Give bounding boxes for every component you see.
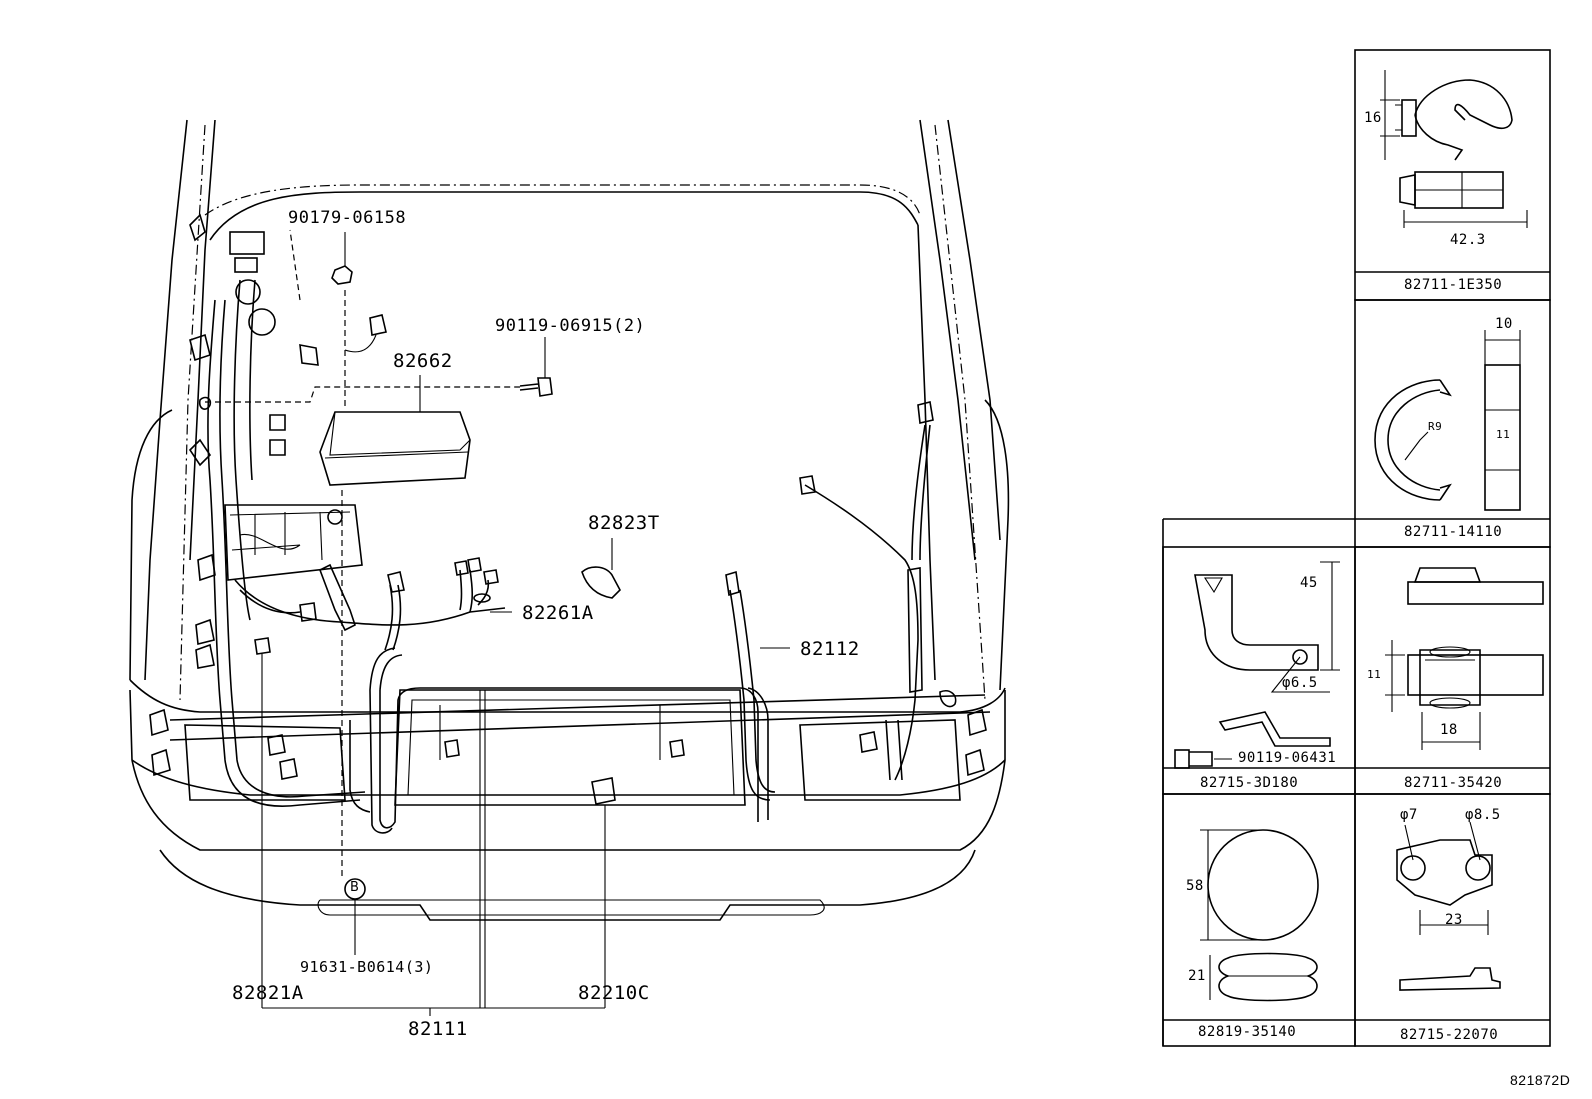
dim-part2-radius: R9 bbox=[1428, 420, 1443, 433]
dim-part2-side: 11 bbox=[1496, 428, 1511, 441]
part-number-3: 82715-3D180 bbox=[1200, 775, 1299, 791]
label-protector: 82823T bbox=[588, 512, 660, 534]
label-block: 82662 bbox=[393, 350, 453, 372]
label-wire-engine: 82261A bbox=[522, 602, 594, 624]
dim-part4-width: 18 bbox=[1440, 722, 1458, 738]
part-number-6: 82715-22070 bbox=[1400, 1027, 1499, 1043]
label-clip-right: 82210C bbox=[578, 982, 650, 1004]
dim-part1-height: 16 bbox=[1364, 110, 1382, 126]
label-bolt-top: 90179-06158 bbox=[288, 208, 407, 228]
dim-part3-hole: φ6.5 bbox=[1282, 675, 1318, 691]
dim-part5-thickness: 21 bbox=[1188, 968, 1206, 984]
label-wire-main: 82111 bbox=[408, 1018, 468, 1040]
dim-part1-width: 42.3 bbox=[1450, 232, 1486, 248]
dim-part4-height: 11 bbox=[1367, 668, 1382, 681]
part-number-4: 82711-35420 bbox=[1404, 775, 1503, 791]
dim-part2-top: 10 bbox=[1495, 316, 1513, 332]
part-number-1: 82711-1E350 bbox=[1404, 277, 1503, 293]
label-part3-bolt: 90119-06431 bbox=[1238, 750, 1337, 766]
dim-part5-diameter: 58 bbox=[1186, 878, 1204, 894]
label-circle-b: B bbox=[350, 880, 360, 895]
dim-part6-hole-left: φ7 bbox=[1400, 807, 1418, 823]
dim-part3-height: 45 bbox=[1300, 575, 1318, 591]
label-clip-left: 82821A bbox=[232, 982, 304, 1004]
label-bolt-b: 91631-B0614(3) bbox=[300, 958, 434, 976]
part-number-5: 82819-35140 bbox=[1198, 1024, 1297, 1040]
diagram-id: 821872D bbox=[1510, 1072, 1571, 1088]
part-number-2: 82711-14110 bbox=[1404, 524, 1503, 540]
label-screw: 90119-06915(2) bbox=[495, 316, 646, 336]
label-wire-front: 82112 bbox=[800, 638, 860, 660]
dim-part6-hole-right: φ8.5 bbox=[1465, 807, 1501, 823]
dim-part6-width: 23 bbox=[1445, 912, 1463, 928]
